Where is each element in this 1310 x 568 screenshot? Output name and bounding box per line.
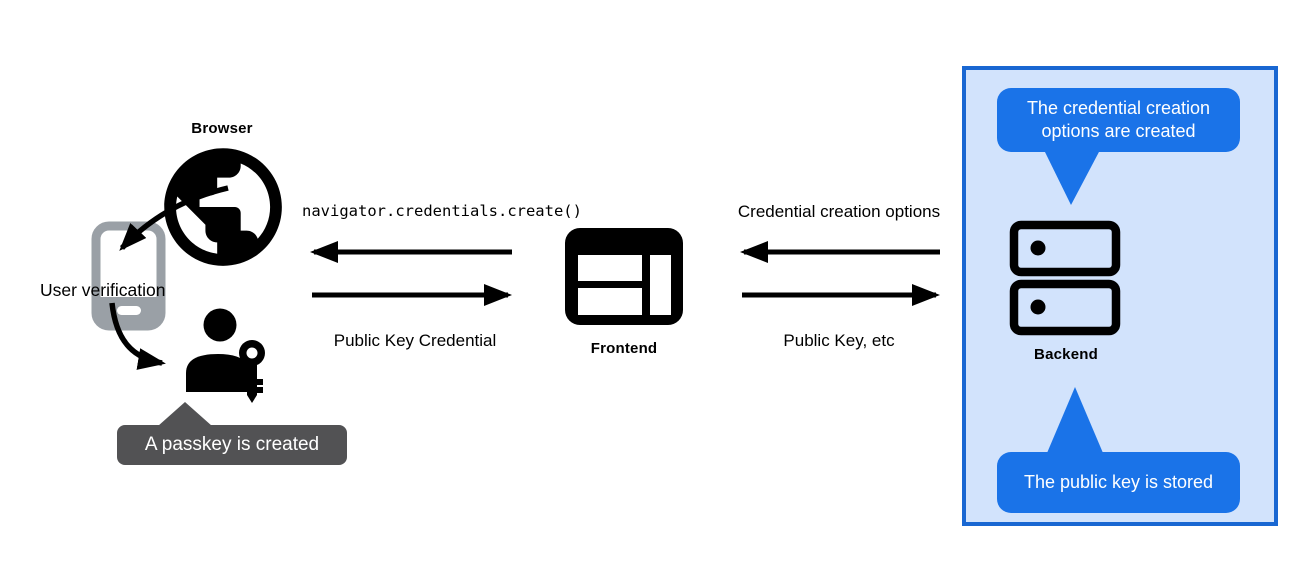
browser-window-icon xyxy=(565,228,683,325)
passkey-tooltip: A passkey is created xyxy=(117,425,347,465)
person-with-key-icon xyxy=(186,308,265,403)
arrow-authenticator-to-user xyxy=(109,302,166,370)
user-verification-label: User verification xyxy=(40,280,166,300)
message-credentials-create: navigator.credentials.create() xyxy=(302,202,582,220)
message-public-key-credential: Public Key Credential xyxy=(333,331,497,350)
backend-bubble-bottom-pointer xyxy=(1047,387,1103,453)
passkey-tooltip-pointer xyxy=(158,402,212,426)
message-credential-creation-options: Credential creation options xyxy=(737,202,941,221)
smartphone-icon xyxy=(91,221,166,331)
backend-bubble-top: The credential creation options are crea… xyxy=(997,88,1240,152)
browser-label: Browser xyxy=(191,120,253,137)
backend-bubble-bottom: The public key is stored xyxy=(997,452,1240,513)
frontend-label: Frontend xyxy=(590,340,658,357)
backend-label: Backend xyxy=(1034,346,1098,363)
arrow-browser-to-authenticator xyxy=(119,185,229,251)
message-public-key-etc: Public Key, etc xyxy=(783,331,895,350)
backend-bubble-top-pointer xyxy=(1044,150,1100,205)
globe-icon xyxy=(164,148,282,266)
